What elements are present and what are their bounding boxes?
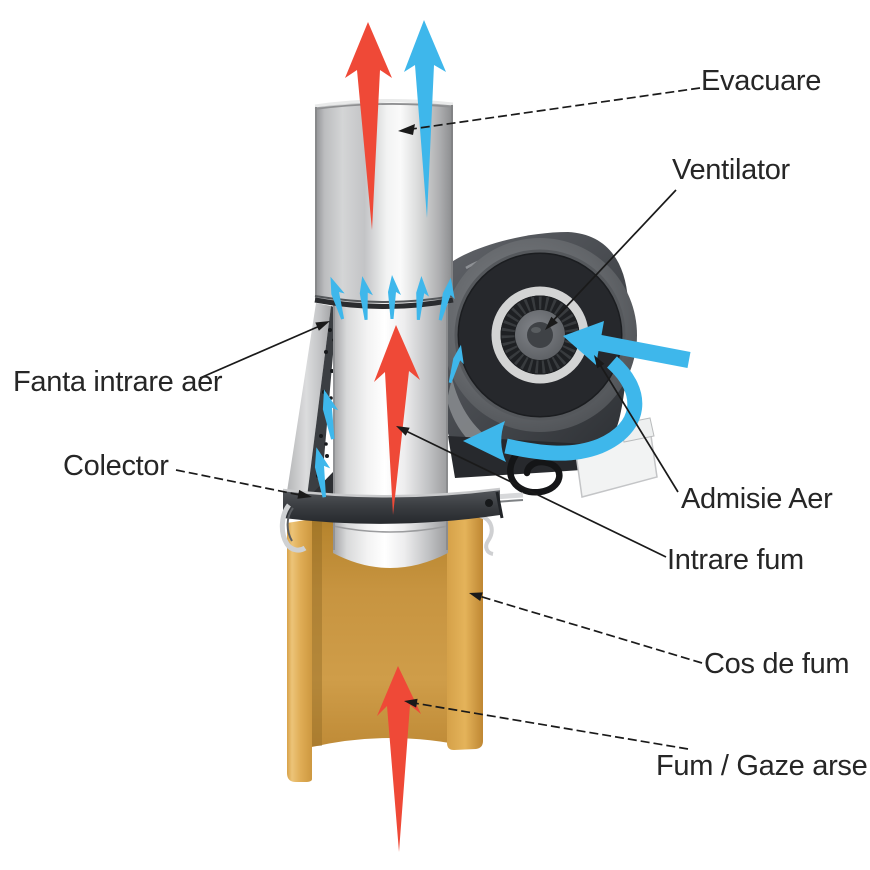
fum-gaze-arse-leader <box>413 702 689 750</box>
admisie-aer-leader-head <box>594 355 605 369</box>
smoke-source-arrow <box>377 666 421 852</box>
pipe-seam-lower <box>332 525 449 533</box>
label-cos-de-fum: Cos de fum <box>704 648 850 680</box>
pipe-junction-gap <box>314 297 454 309</box>
fanta-intrare-aer-leader-head <box>315 321 330 331</box>
ventilator-leader <box>548 189 677 326</box>
label-fanta-intrare-aer: Fanta intrare aer <box>13 366 223 398</box>
collector-band <box>283 489 500 524</box>
impeller-opening-rim <box>454 249 626 421</box>
intrare-fum-leader-head <box>396 426 410 436</box>
fum-gaze-arse-leader-head <box>404 698 418 708</box>
chimney-right-wall <box>447 504 483 750</box>
leader-lines <box>175 87 703 750</box>
chimney-interior <box>312 506 470 747</box>
fan-suction-curved-arrow <box>463 356 643 462</box>
cos-de-fum-leader <box>478 595 703 664</box>
collector-bracket-shadow <box>286 507 294 542</box>
evacuare-leader-head <box>398 124 415 135</box>
impeller-hub-highlight <box>531 327 541 333</box>
exhaust-smoke-arrow <box>345 22 392 230</box>
chimney <box>287 504 494 782</box>
cos-de-fum-leader-head <box>469 592 483 601</box>
exhaust-air-arrow <box>404 20 446 218</box>
curved-arrow-shaft <box>504 356 643 461</box>
exhaust-pipe-upper <box>314 98 454 309</box>
admisie-aer-leader <box>598 362 679 493</box>
ventilator-leader-head <box>545 316 558 330</box>
intrare-fum-leader <box>405 430 667 558</box>
chimney-wall-clip <box>479 514 494 556</box>
exhaust-pipe-body <box>315 100 453 307</box>
label-colector: Colector <box>63 450 169 482</box>
collector-bolt <box>485 499 493 507</box>
colector-leader-head <box>297 489 312 499</box>
exhaust-pipe-top-rim-shadow <box>314 103 454 110</box>
pipe-junction-gap-highlight <box>314 295 454 303</box>
collector <box>279 487 504 553</box>
label-intrare-fum: Intrare fum <box>667 544 804 576</box>
label-evacuare: Evacuare <box>701 65 822 97</box>
impeller-blade-ring-outer <box>459 254 621 416</box>
perforated-plate <box>306 306 337 505</box>
label-ventilator: Ventilator <box>672 154 790 186</box>
label-fum-gaze-arse: Fum / Gaze arse <box>656 750 868 782</box>
colector-leader <box>175 469 301 496</box>
exhaust-pipe-top-rim <box>314 98 454 108</box>
label-admisie-aer: Admisie Aer <box>681 483 833 515</box>
evacuare-leader <box>404 87 701 131</box>
power-cable <box>507 448 563 496</box>
chimney-left-wall <box>287 519 312 782</box>
collector-bracket <box>279 503 307 553</box>
curved-arrow-head <box>463 421 506 462</box>
fanta-intrare-aer-leader <box>199 324 323 379</box>
air-intake-cone <box>286 303 331 505</box>
collector-clamp-end <box>495 491 504 519</box>
collector-band-top-bead <box>282 487 501 498</box>
chimney-interior-left-shadow <box>312 508 322 746</box>
smoke-rise-arrow <box>374 325 420 515</box>
